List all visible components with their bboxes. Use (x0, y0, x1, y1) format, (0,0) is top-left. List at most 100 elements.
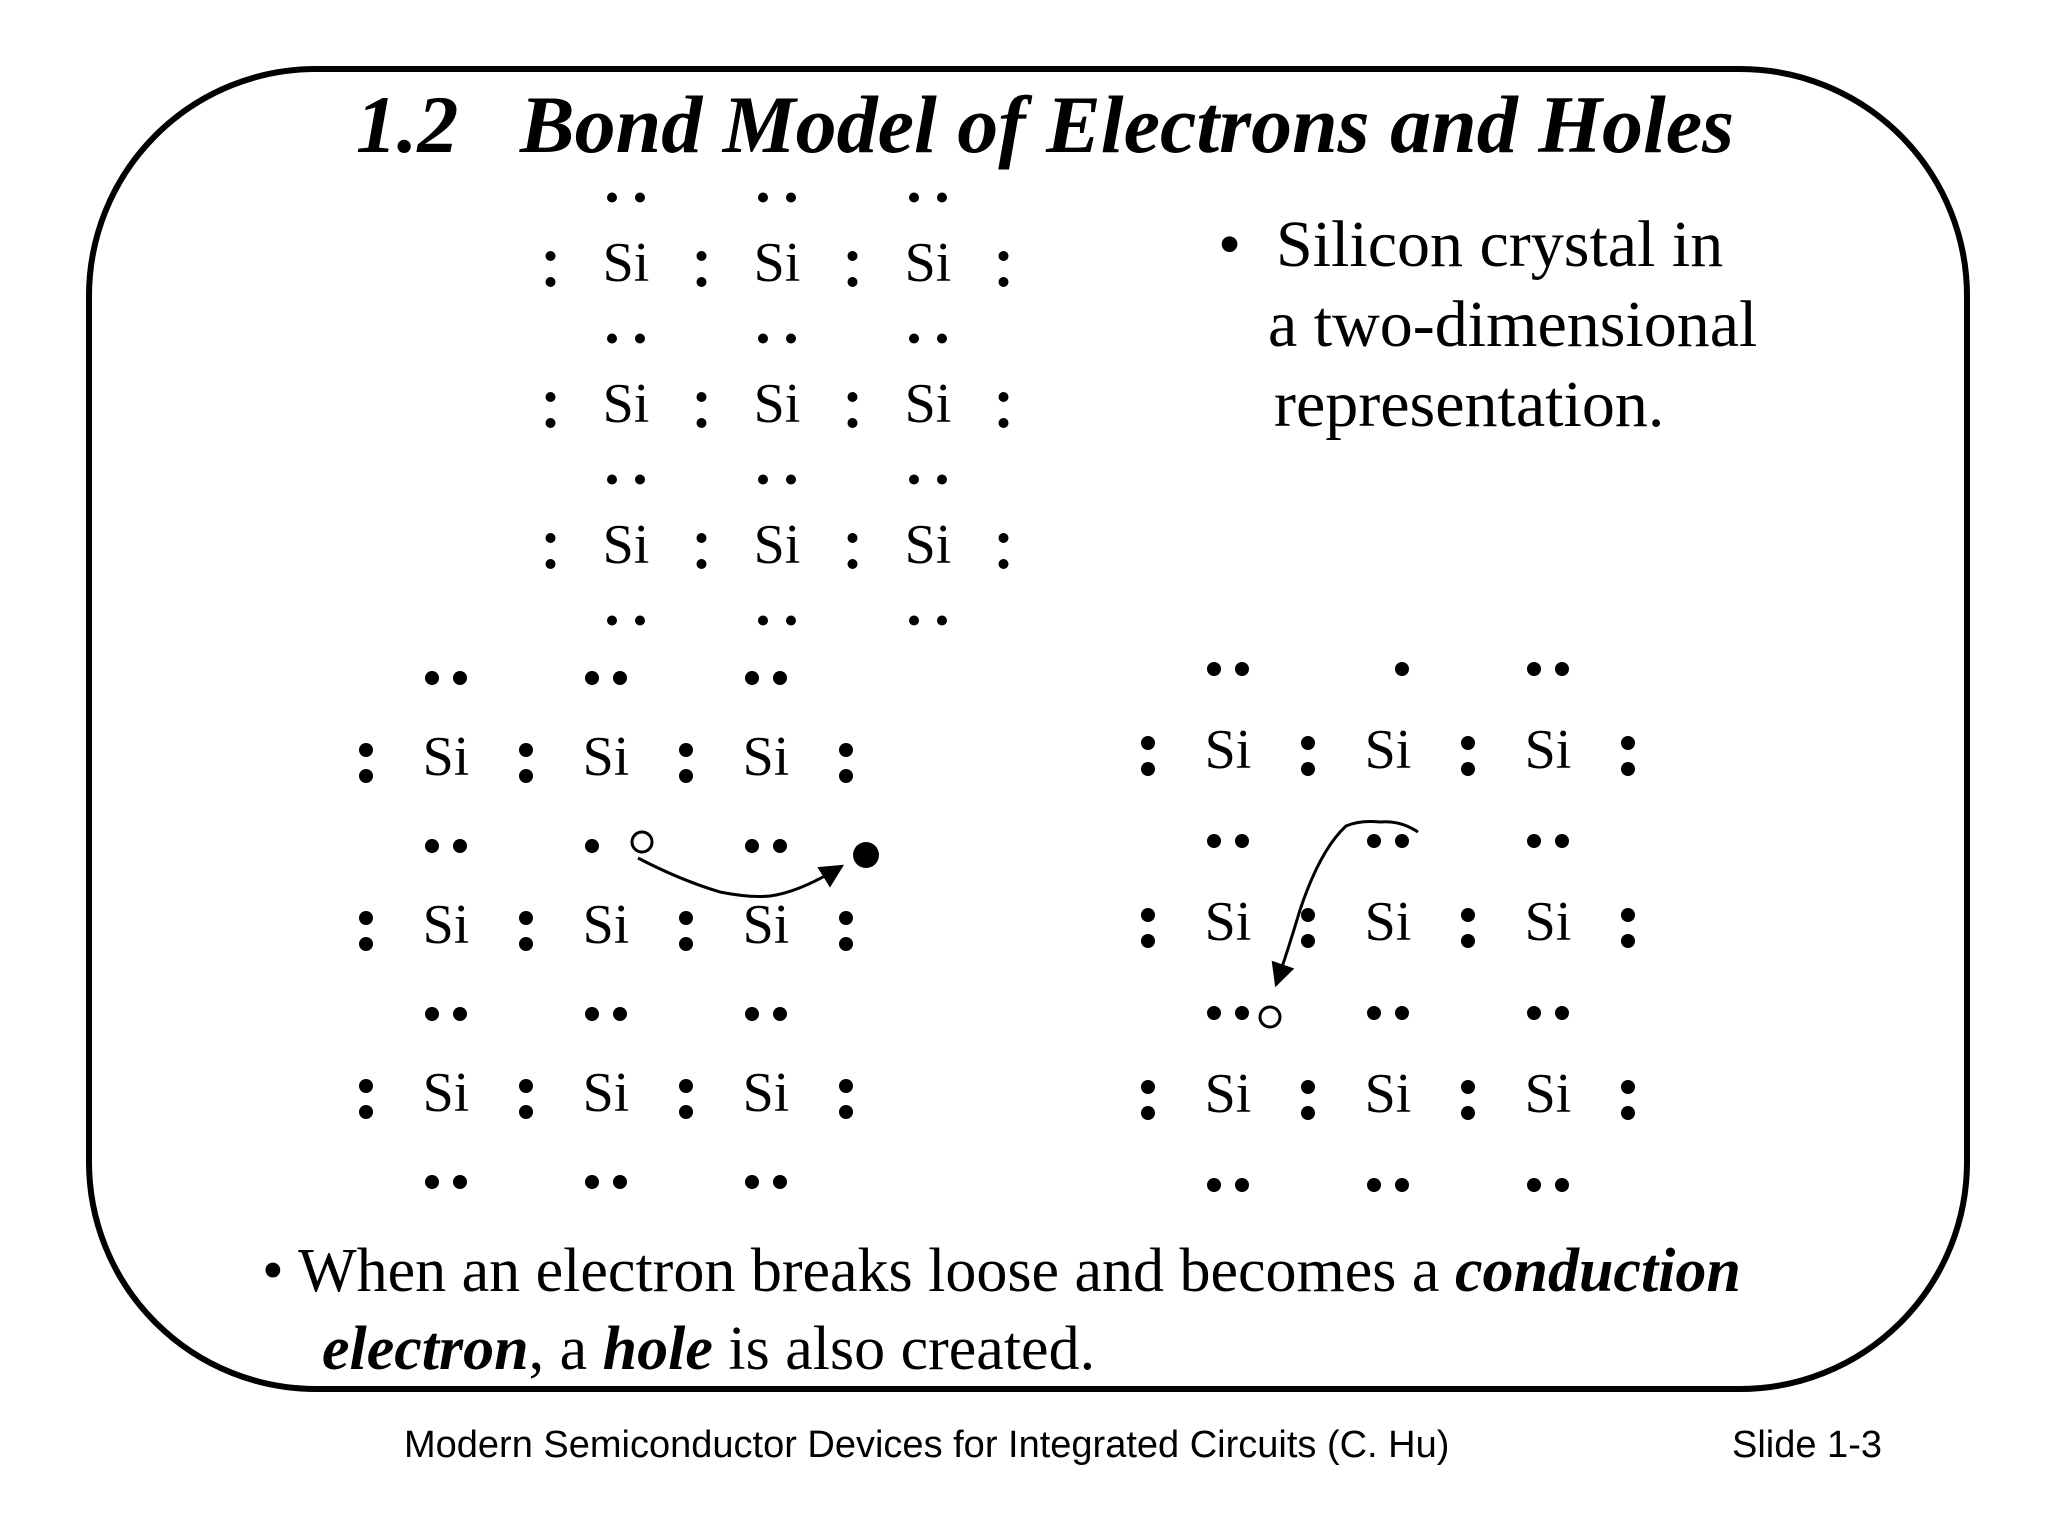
bond-electron-dot (519, 937, 533, 951)
si-atom-label: Si (583, 726, 630, 788)
bond-electron-dot (1207, 1178, 1221, 1192)
bond-electron-dot (937, 333, 947, 344)
bond-electron-dot (1141, 1080, 1155, 1094)
bond-electron-dot (696, 251, 707, 261)
bullet-line-1: Silicon crystal in (1276, 208, 1724, 281)
bond-electron-dot (1555, 834, 1569, 848)
bond-electron-dot (758, 615, 768, 626)
si-atom-label: Si (743, 1062, 790, 1124)
si-atom-label: Si (603, 514, 650, 576)
bond-electron-dot (679, 769, 693, 783)
bond-electron-dot (1141, 934, 1155, 948)
si-atom-label: Si (754, 373, 801, 435)
bond-electron-dot (909, 615, 919, 626)
bond-electron-dot (359, 1105, 373, 1119)
bond-electron-dot (839, 769, 853, 783)
bond-electron-dot (453, 1175, 467, 1189)
bond-electron-dot (679, 743, 693, 757)
bond-electron-dot (1555, 1006, 1569, 1020)
bond-electron-dot (585, 1175, 599, 1189)
bond-electron-dot (607, 192, 617, 203)
bond-electron-dot (679, 1105, 693, 1119)
bond-electron-dot (1141, 908, 1155, 922)
bond-electron-dot (745, 671, 759, 685)
bond-electron-dot (998, 251, 1009, 261)
footer-book-title: Modern Semiconductor Devices for Integra… (404, 1424, 1450, 1466)
bond-electron-dot (847, 392, 858, 402)
bullet-text: When an electron breaks loose and become… (298, 1237, 1455, 1305)
bond-electron-dot (545, 277, 556, 287)
bond-electron-dot (1301, 1080, 1315, 1094)
bond-electron-dot (679, 937, 693, 951)
bond-electron-dot (773, 1007, 787, 1021)
bond-electron-dot (909, 192, 919, 203)
bond-electron-dot (453, 839, 467, 853)
bond-electron-dot (1141, 736, 1155, 750)
bond-electron-dot (545, 418, 556, 428)
bond-electron-dot (1621, 762, 1635, 776)
bond-electron-dot (1395, 834, 1409, 848)
bond-electron-dot (847, 277, 858, 287)
bond-electron-dot (519, 743, 533, 757)
bond-electron-dot (696, 533, 707, 543)
bond-electron-dot (585, 671, 599, 685)
bond-electron-dot (909, 474, 919, 485)
si-atom-label: Si (1525, 1063, 1572, 1125)
si-atom-label: Si (1365, 891, 1412, 953)
si-atom-label: Si (905, 514, 952, 576)
hole-marker (1258, 1005, 1282, 1029)
si-atom-label: Si (754, 514, 801, 576)
si-atom-label: Si (905, 373, 952, 435)
bullet-text: , a (528, 1315, 603, 1383)
conduction-electron-marker (853, 842, 879, 868)
bond-electron-dot (519, 1105, 533, 1119)
bond-electron-dot (1395, 1006, 1409, 1020)
bond-electron-dot (425, 671, 439, 685)
bond-electron-dot (937, 474, 947, 485)
electron-motion-arrow (637, 856, 845, 898)
bond-electron-dot (1207, 1006, 1221, 1020)
bond-electron-dot (1621, 736, 1635, 750)
bond-electron-dot (1527, 662, 1541, 676)
bond-electron-dot (847, 251, 858, 261)
bond-electron-dot (1621, 1080, 1635, 1094)
bond-electron-dot (359, 911, 373, 925)
bond-electron-dot (1555, 1178, 1569, 1192)
bond-electron-dot (359, 1079, 373, 1093)
bond-electron-dot (425, 1007, 439, 1021)
bond-electron-dot (998, 559, 1009, 569)
bond-electron-dot (839, 911, 853, 925)
bond-electron-dot (773, 671, 787, 685)
bond-electron-dot (1301, 736, 1315, 750)
si-atom-label: Si (1365, 719, 1412, 781)
bond-electron-dot (679, 1079, 693, 1093)
si-atom-label: Si (1205, 719, 1252, 781)
bond-electron-dot (425, 839, 439, 853)
bond-electron-dot (607, 615, 617, 626)
bond-electron-dot (545, 559, 556, 569)
bond-electron-dot (679, 911, 693, 925)
si-atom-label: Si (1205, 891, 1252, 953)
bond-electron-dot (745, 1175, 759, 1189)
bond-electron-dot (1395, 662, 1409, 676)
bond-electron-dot (745, 1007, 759, 1021)
bond-electron-dot (937, 192, 947, 203)
conduction-bullet-line-1: • When an electron breaks loose and beco… (262, 1232, 1741, 1310)
si-atom-label: Si (423, 726, 470, 788)
bond-electron-dot (1527, 1178, 1541, 1192)
bond-electron-dot (786, 333, 796, 344)
term-conduction: conduction (1454, 1237, 1741, 1305)
bond-electron-dot (847, 418, 858, 428)
si-atom-label: Si (905, 232, 952, 294)
bond-electron-dot (1301, 908, 1315, 922)
bond-electron-dot (1555, 662, 1569, 676)
bullet-line-2: a two-dimensional (1268, 288, 1758, 361)
bond-electron-dot (786, 192, 796, 203)
bond-electron-dot (998, 533, 1009, 543)
bond-electron-dot (1621, 934, 1635, 948)
bond-electron-dot (635, 474, 645, 485)
si-atom-label: Si (1365, 1063, 1412, 1125)
si-atom-label: Si (754, 232, 801, 294)
bond-electron-dot (1527, 834, 1541, 848)
